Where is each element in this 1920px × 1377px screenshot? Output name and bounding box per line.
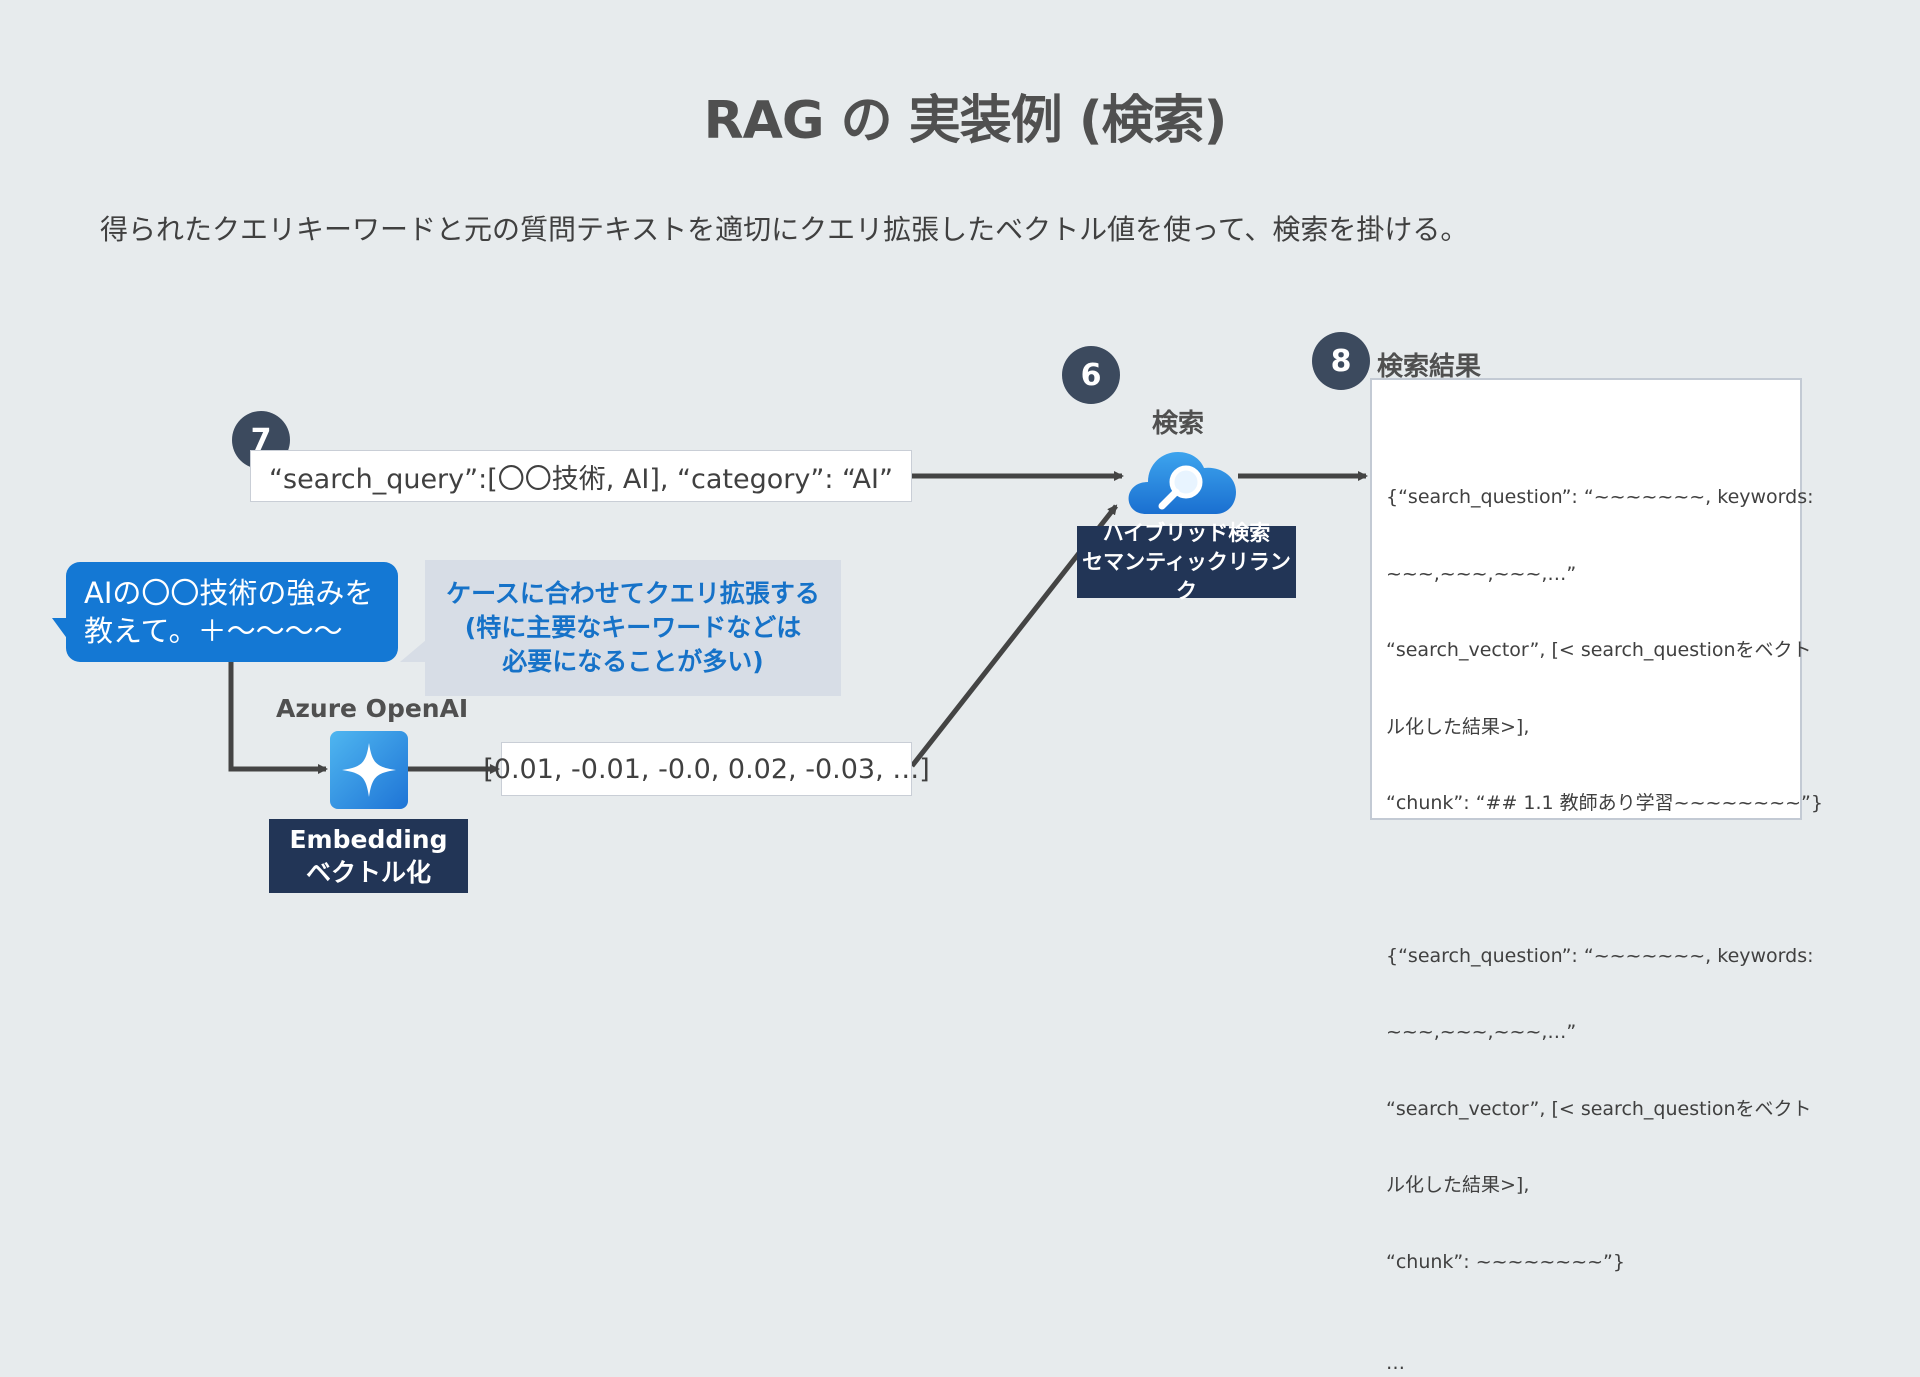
hybrid-search-line-1: ハイブリッド検索: [1102, 520, 1271, 545]
results-title: 検索結果: [1377, 352, 1482, 382]
vector-value-box: [0.01, -0.01, -0.0, 0.02, -0.03, …]: [483, 742, 930, 796]
result-1-line-2: ~~~,~~~,~~~,…”: [1386, 562, 1577, 585]
results-ellipsis: …: [1386, 1352, 1405, 1374]
result-entry-2: {“search_question”: “~~~~~~~, keywords: …: [1386, 893, 1814, 1327]
hybrid-search-line-2: セマンティックリランク: [1082, 549, 1291, 603]
result-entry-1: {“search_question”: “~~~~~~~, keywords: …: [1386, 434, 1823, 868]
arrow-bubble-to-openai: [228, 662, 328, 774]
query-expansion-callout: ケースに合わせてクエリ拡張する (特に主要なキーワードなどは 必要になることが多…: [425, 560, 841, 696]
result-1-line-5: “chunk”: “## 1.1 教師あり学習~~~~~~~~”}: [1386, 792, 1823, 814]
callout-line-3: 必要になることが多い): [502, 647, 764, 676]
search-results-panel: {“search_question”: “~~~~~~~, keywords: …: [1370, 378, 1823, 1374]
user-question-line-1: AIの〇〇技術の強みを: [84, 576, 374, 610]
hybrid-search-box: ハイブリッド検索 セマンティックリランク: [1077, 521, 1296, 603]
result-2-line-1: {“search_question”: “~~~~~~~, keywords:: [1386, 944, 1814, 967]
callout-tail: [400, 640, 426, 662]
step-badge-8: 8: [1312, 332, 1370, 390]
result-2-line-2: ~~~,~~~,~~~,…”: [1386, 1021, 1577, 1043]
search-query-box: “search_query”:[〇〇技術, AI], “category”: “…: [250, 450, 912, 502]
cloud-search-icon: [1124, 434, 1240, 520]
result-2-line-3: “search_vector”, [< search_questionをベクト: [1386, 1097, 1812, 1120]
azure-openai-icon: [330, 731, 408, 809]
user-question-line-2: 教えて。＋〜〜〜〜: [84, 614, 343, 648]
result-1-line-1: {“search_question”: “~~~~~~~, keywords:: [1386, 486, 1814, 508]
callout-line-1: ケースに合わせてクエリ拡張する: [446, 579, 820, 608]
azure-openai-label: Azure OpenAI: [276, 694, 469, 723]
result-2-line-4: ル化した結果>],: [1386, 1174, 1530, 1196]
embedding-line-1: Embedding: [289, 825, 448, 854]
embedding-line-2: ベクトル化: [305, 858, 431, 887]
page-title: RAG の 実装例 (検索): [703, 91, 1228, 151]
page-subtitle: 得られたクエリキーワードと元の質問テキストを適切にクエリ拡張したベクトル値を使っ…: [100, 213, 1469, 246]
step-badge-6: 6: [1062, 346, 1120, 404]
embedding-label-box: Embedding ベクトル化: [269, 819, 468, 893]
user-question-bubble: AIの〇〇技術の強みを 教えて。＋〜〜〜〜: [66, 562, 398, 662]
search-label: 検索: [1152, 409, 1205, 439]
result-2-line-5: “chunk”: ~~~~~~~~”}: [1386, 1250, 1625, 1273]
result-1-line-4: ル化した結果>],: [1386, 715, 1530, 738]
result-1-line-3: “search_vector”, [< search_questionをベクト: [1386, 639, 1812, 661]
callout-line-2: (特に主要なキーワードなどは: [464, 613, 802, 642]
